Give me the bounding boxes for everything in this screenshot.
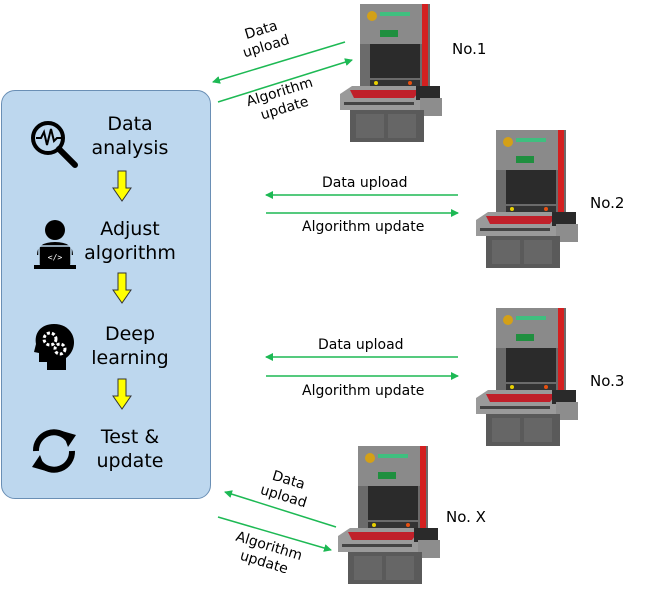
refresh-cycle-icon bbox=[32, 429, 76, 473]
update-arrow-no1 bbox=[217, 58, 353, 103]
down-arrow bbox=[112, 378, 132, 410]
step-label-2: analysis bbox=[91, 137, 169, 159]
step-label-1: Deep bbox=[104, 323, 156, 345]
step-label-1: Adjust bbox=[100, 218, 160, 240]
head-gears-icon bbox=[34, 324, 74, 370]
machine-no1 bbox=[340, 4, 442, 142]
machine-no3 bbox=[476, 308, 578, 446]
machine-name-no3: No.3 bbox=[590, 372, 625, 390]
machine-name-no2: No.2 bbox=[590, 194, 625, 212]
upload-arrow-nox bbox=[224, 490, 337, 528]
machine-name-nox: No. X bbox=[446, 508, 486, 526]
upload-arrow-no1 bbox=[212, 41, 346, 84]
upload-label-no2: Data upload bbox=[322, 175, 408, 191]
machine-no2 bbox=[476, 130, 578, 268]
process-panel bbox=[1, 90, 211, 499]
step-label-1: Data bbox=[107, 113, 153, 135]
step-label-1: Test & bbox=[100, 426, 160, 448]
step-label-2: update bbox=[96, 450, 164, 472]
update-label-no2: Algorithm update bbox=[302, 219, 425, 235]
step-label-2: algorithm bbox=[84, 242, 176, 264]
down-arrow bbox=[112, 170, 132, 202]
person-laptop-code-icon: </> bbox=[34, 220, 76, 269]
machine-name-no1: No.1 bbox=[452, 40, 487, 58]
down-arrow bbox=[112, 272, 132, 304]
upload-label-no3: Data upload bbox=[318, 337, 404, 353]
update-label-no3: Algorithm update bbox=[302, 383, 425, 399]
step-label-2: learning bbox=[91, 347, 169, 369]
update-arrow-nox bbox=[217, 516, 332, 552]
svg-text:</>: </> bbox=[48, 253, 63, 262]
magnifier-waveform-icon bbox=[31, 121, 78, 168]
machine-nox bbox=[338, 446, 440, 584]
